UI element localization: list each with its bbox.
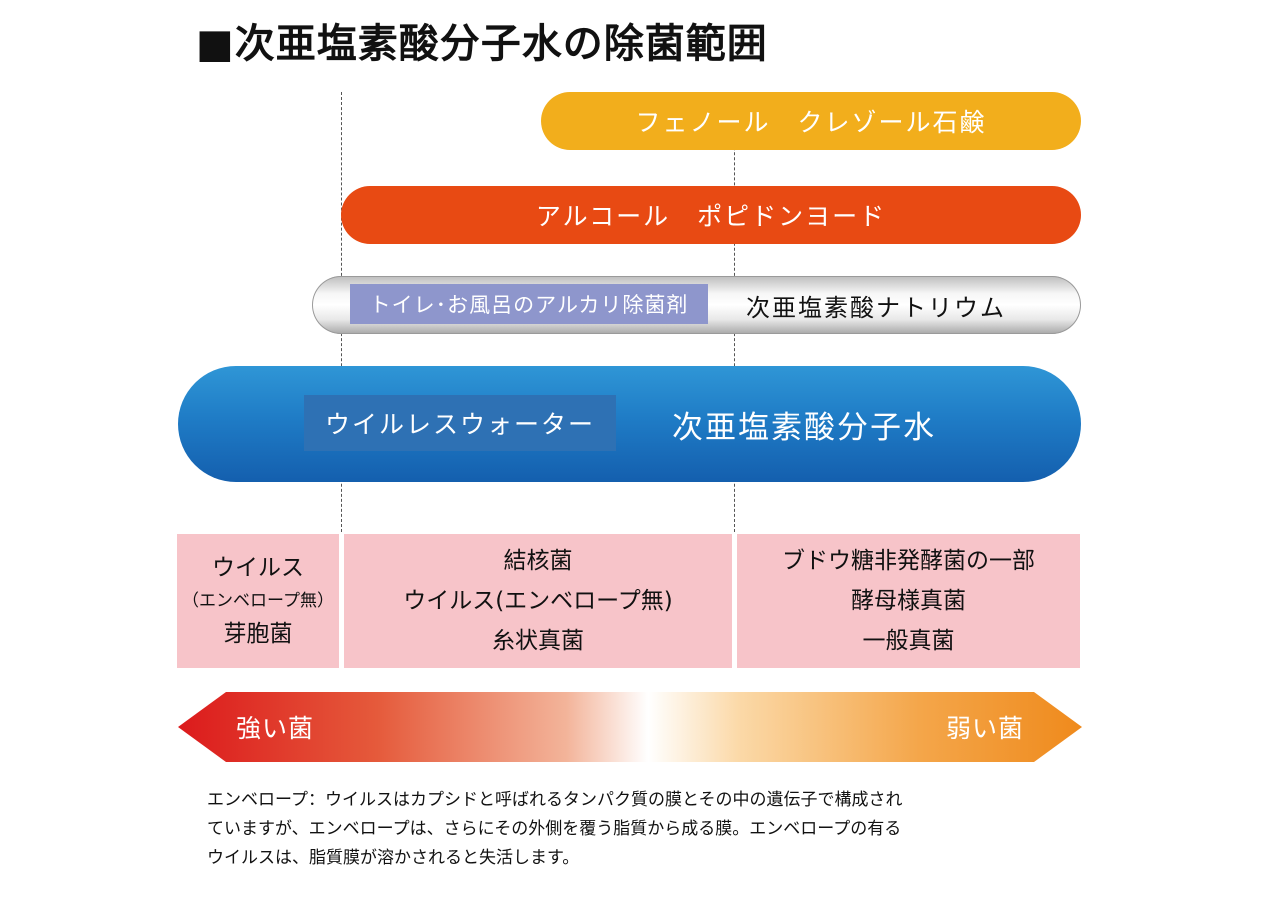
footnote-line: ウイルスは、脂質膜が溶かされると失活します。 [207, 848, 580, 868]
hypochlorous-water-label: 次亜塩素酸分子水 [672, 409, 936, 446]
category-box-middle: 結核菌 ウイルス(エンベロープ無) 糸状真菌 [344, 534, 732, 668]
category-box-strong: ウイルス （エンベロープ無） 芽胞菌 [177, 534, 339, 668]
footnote-line: エンベロープ：ウイルスはカプシドと呼ばれるタンパク質の膜とその中の遺伝子で構成さ… [207, 790, 903, 810]
weak-bacteria-label: 弱い菌 [945, 714, 1024, 743]
category-item: ウイルス [212, 555, 304, 581]
category-item: 酵母様真菌 [851, 588, 966, 614]
hypochlorous-water-bar: ウイルレスウォーター 次亜塩素酸分子水 [178, 366, 1081, 482]
sodium-hypochlorite-bar: トイレ･お風呂のアルカリ除菌剤 次亜塩素酸ナトリウム [312, 276, 1081, 334]
category-box-weak: ブドウ糖非発酵菌の一部 酵母様真菌 一般真菌 [737, 534, 1080, 668]
category-item: 糸状真菌 [492, 628, 584, 654]
category-item: （エンベロープ無） [182, 591, 334, 611]
phenol-cresol-bar: フェノール クレゾール石鹸 [541, 92, 1081, 150]
double-arrow-icon [178, 692, 1082, 762]
page-title: ■次亜塩素酸分子水の除菌範囲 [196, 21, 768, 67]
category-item: ブドウ糖非発酵菌の一部 [782, 548, 1035, 574]
footnote-line: ていますが、エンベロープは、さらにその外側を覆う脂質から成る膜。エンベロープの有… [207, 819, 902, 839]
category-item: 芽胞菌 [223, 621, 293, 647]
category-item: 結核菌 [503, 548, 573, 574]
strength-arrow: 強い菌 弱い菌 [178, 692, 1082, 762]
alkaline-cleaner-label: トイレ･お風呂のアルカリ除菌剤 [350, 284, 708, 324]
sodium-hypochlorite-label: 次亜塩素酸ナトリウム [746, 293, 1006, 322]
virusless-water-label: ウイルレスウォーター [304, 395, 616, 451]
category-item: 一般真菌 [862, 628, 955, 654]
alcohol-povidone-bar: アルコール ポピドンヨード [341, 186, 1081, 244]
envelope-footnote: エンベロープ：ウイルスはカプシドと呼ばれるタンパク質の膜とその中の遺伝子で構成さ… [207, 786, 1067, 873]
category-item: ウイルス(エンベロープ無) [403, 588, 673, 614]
strong-bacteria-label: 強い菌 [236, 714, 315, 743]
